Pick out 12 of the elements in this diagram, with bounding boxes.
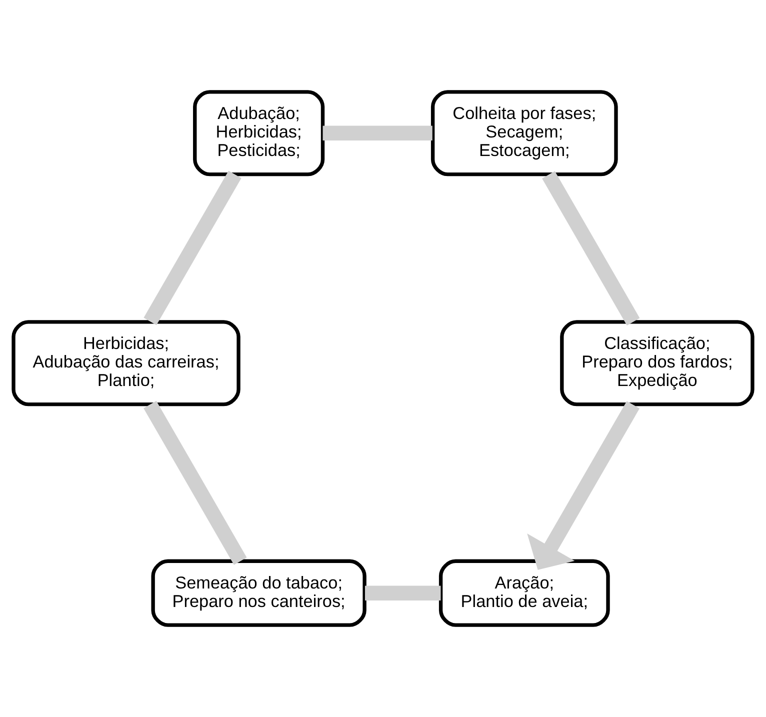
arrow <box>527 401 640 570</box>
connector <box>542 171 640 326</box>
node-box: Classificação; Preparo dos fardos; Expedição <box>560 320 754 406</box>
node-box: Aração; Plantio de aveia; <box>438 559 610 627</box>
connector <box>365 586 441 600</box>
node-box: Adubação; Herbicidas; Pesticidas; <box>193 90 325 176</box>
node-box: Herbicidas; Adubação das carreiras; Plantio; <box>12 320 240 406</box>
connector <box>144 400 247 565</box>
connector <box>144 170 242 326</box>
node-box: Colheita por fases; Secagem; Estocagem; <box>430 90 618 176</box>
connector <box>322 126 432 140</box>
node-box: Semeação do tabaco; Preparo nos canteiros; <box>151 559 366 627</box>
